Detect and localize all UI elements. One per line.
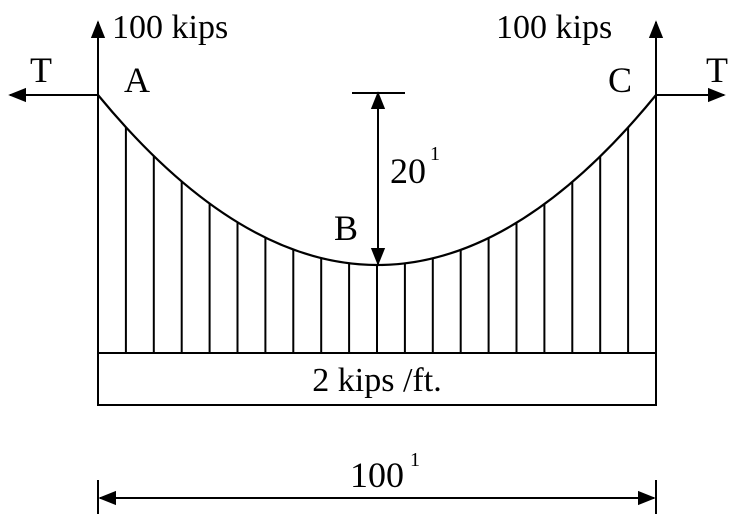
load-label-left: 100 kips bbox=[112, 9, 228, 46]
distributed-load-label: 2 kips /ft. bbox=[312, 362, 441, 399]
tension-label-right: T bbox=[706, 50, 728, 90]
hanger-group bbox=[124, 127, 630, 353]
sag-dimension-value: 20 bbox=[390, 151, 426, 191]
span-dimension-value: 100 bbox=[350, 455, 404, 495]
point-label-b: B bbox=[334, 208, 358, 248]
point-label-c: C bbox=[608, 60, 632, 100]
tension-label-left: T bbox=[30, 50, 52, 90]
deck-strip bbox=[97, 352, 657, 406]
span-dimension-unit-mark: 1 bbox=[410, 449, 420, 471]
point-label-a: A bbox=[124, 60, 150, 100]
load-label-right: 100 kips bbox=[496, 9, 612, 46]
sag-dimension-unit-mark: 1 bbox=[430, 143, 440, 165]
